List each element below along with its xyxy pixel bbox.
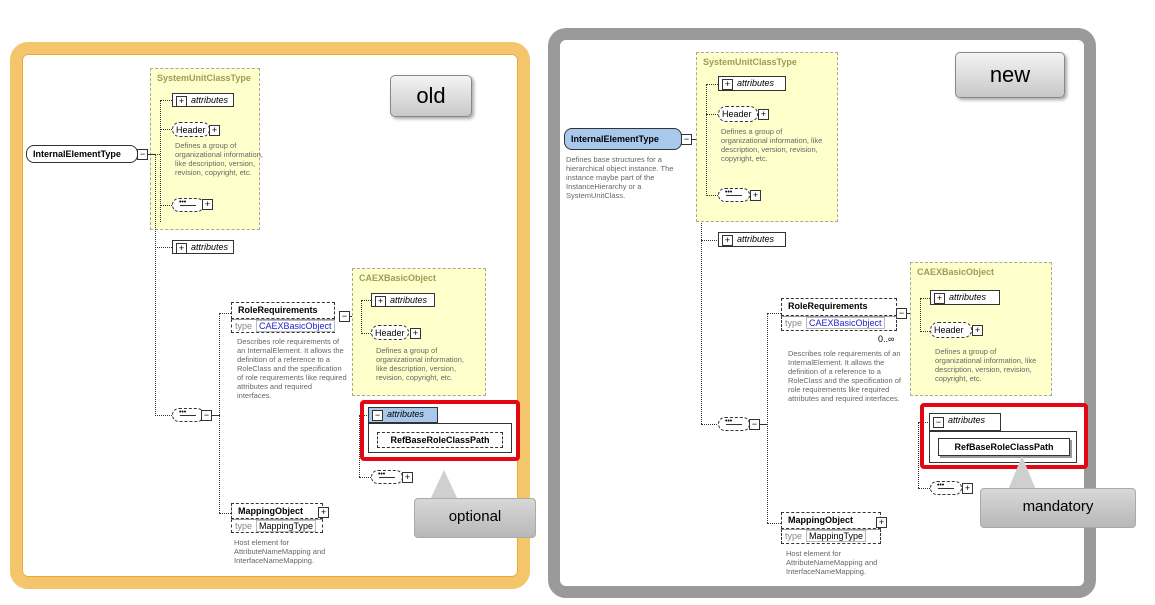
- new-header-node[interactable]: Header: [718, 106, 758, 122]
- root-expand-icon[interactable]: −: [137, 149, 148, 160]
- new-attributes-node[interactable]: + attributes: [718, 76, 786, 91]
- multiplicity-label: 0..∞: [878, 334, 895, 344]
- new-mapping-object-description: Host element for AttributeNameMapping an…: [786, 549, 878, 576]
- role-requirements-node[interactable]: RoleRequirements: [231, 302, 335, 319]
- caex-header-node[interactable]: Header: [371, 325, 409, 340]
- caex-header-description: Defines a group of organizational inform…: [376, 346, 464, 382]
- sequence-expand-icon-3[interactable]: +: [402, 472, 413, 483]
- new-attributes-node-2[interactable]: + attributes: [718, 232, 786, 247]
- expand-icon[interactable]: +: [722, 79, 733, 90]
- new-caex-header-expand-icon[interactable]: +: [972, 325, 983, 336]
- mandatory-callout: mandatory: [980, 488, 1136, 528]
- sequence-icon: [172, 198, 204, 212]
- attributes-label: attributes: [737, 78, 775, 88]
- expand-icon[interactable]: +: [375, 296, 386, 307]
- attributes-node[interactable]: + attributes: [172, 93, 234, 107]
- expanded-attributes-node[interactable]: −attributes: [368, 407, 438, 423]
- callout-pointer: [430, 470, 458, 500]
- new-expanded-attributes-node[interactable]: −attributes: [929, 413, 1001, 431]
- new-sequence-icon-3: [930, 481, 962, 495]
- new-system-unit-class-title: SystemUnitClassType: [703, 57, 797, 67]
- mapping-type-value[interactable]: MappingType: [256, 520, 317, 532]
- new-caex-basic-object-title: CAEXBasicObject: [917, 267, 995, 277]
- collapse-icon[interactable]: −: [372, 410, 383, 421]
- new-root-node[interactable]: InternalElementType: [564, 128, 682, 150]
- new-caex-attributes-node[interactable]: + attributes: [930, 290, 1000, 305]
- attributes-label: attributes: [390, 295, 428, 305]
- mapping-object-expand-icon[interactable]: +: [318, 507, 329, 518]
- highlight-box-old: [360, 400, 520, 461]
- expand-icon[interactable]: +: [176, 243, 187, 254]
- sequence-collapse-icon[interactable]: −: [201, 410, 212, 421]
- mapping-object-description: Host element for AttributeNameMapping an…: [234, 538, 326, 565]
- system-unit-class-title: SystemUnitClassType: [157, 73, 251, 83]
- attributes-label: attributes: [948, 415, 986, 425]
- type-label: type: [785, 531, 803, 541]
- collapse-icon[interactable]: −: [933, 417, 944, 428]
- header-node[interactable]: Header: [172, 122, 210, 137]
- new-caex-header-description: Defines a group of organizational inform…: [935, 347, 1037, 383]
- new-sequence-icon: [718, 188, 750, 202]
- old-label: old: [390, 75, 472, 117]
- expand-icon[interactable]: +: [176, 96, 187, 107]
- attributes-label: attributes: [737, 234, 775, 244]
- new-sequence-expand-icon[interactable]: +: [750, 190, 761, 201]
- new-sequence-icon-2: [718, 417, 750, 431]
- new-sequence-expand-icon-3[interactable]: +: [962, 483, 973, 494]
- new-mapping-type-value[interactable]: MappingType: [806, 530, 867, 542]
- sequence-icon-2: [172, 408, 204, 422]
- new-root-description: Defines base structures for a hierarchic…: [566, 155, 674, 200]
- new-label: new: [955, 52, 1065, 98]
- new-callout-pointer: [1008, 456, 1036, 490]
- attributes-node-2[interactable]: + attributes: [172, 240, 234, 254]
- new-sequence-collapse-icon[interactable]: −: [749, 419, 760, 430]
- type-label: type: [785, 318, 803, 328]
- header-expand-icon[interactable]: +: [209, 125, 220, 136]
- mapping-object-node[interactable]: MappingObject: [231, 503, 323, 519]
- new-mapping-object-expand-icon[interactable]: +: [876, 517, 887, 528]
- new-role-requirements-collapse-icon[interactable]: −: [896, 308, 907, 319]
- attributes-label: attributes: [191, 95, 229, 105]
- optional-callout: optional: [414, 498, 536, 538]
- caex-basic-object-title: CAEXBasicObject: [359, 273, 437, 283]
- new-role-requirements-node[interactable]: RoleRequirements: [781, 298, 897, 316]
- attributes-label: attributes: [387, 409, 425, 419]
- caex-attributes-node[interactable]: + attributes: [371, 293, 435, 307]
- root-node[interactable]: InternalElementType: [26, 145, 138, 163]
- highlight-box-new: [920, 403, 1088, 469]
- expand-icon[interactable]: +: [722, 235, 733, 246]
- new-root-expand-icon[interactable]: −: [681, 134, 692, 145]
- attributes-label: attributes: [949, 292, 987, 302]
- new-header-description: Defines a group of organizational inform…: [721, 127, 823, 163]
- caex-header-expand-icon[interactable]: +: [410, 328, 421, 339]
- new-caex-header-node[interactable]: Header: [930, 322, 972, 338]
- type-label: type: [235, 521, 253, 531]
- role-requirements-collapse-icon[interactable]: −: [339, 311, 350, 322]
- expand-icon[interactable]: +: [934, 293, 945, 304]
- type-label: type: [235, 321, 253, 331]
- ref-base-role-class-path-node[interactable]: RefBaseRoleClassPath: [377, 432, 503, 448]
- new-header-expand-icon[interactable]: +: [758, 109, 769, 120]
- attributes-label: attributes: [191, 242, 229, 252]
- new-role-requirements-description: Describes role requirements of an Intern…: [788, 349, 901, 403]
- sequence-expand-icon[interactable]: +: [202, 199, 213, 210]
- sequence-icon-3: [371, 470, 403, 484]
- role-type-value[interactable]: CAEXBasicObject: [256, 320, 335, 332]
- header-description: Defines a group of organizational inform…: [175, 141, 263, 177]
- new-role-type-value[interactable]: CAEXBasicObject: [806, 317, 885, 329]
- role-requirements-description: Describes role requirements of an Intern…: [237, 337, 347, 400]
- new-ref-base-role-class-path-node[interactable]: RefBaseRoleClassPath: [938, 438, 1070, 456]
- new-mapping-object-node[interactable]: MappingObject: [781, 512, 881, 529]
